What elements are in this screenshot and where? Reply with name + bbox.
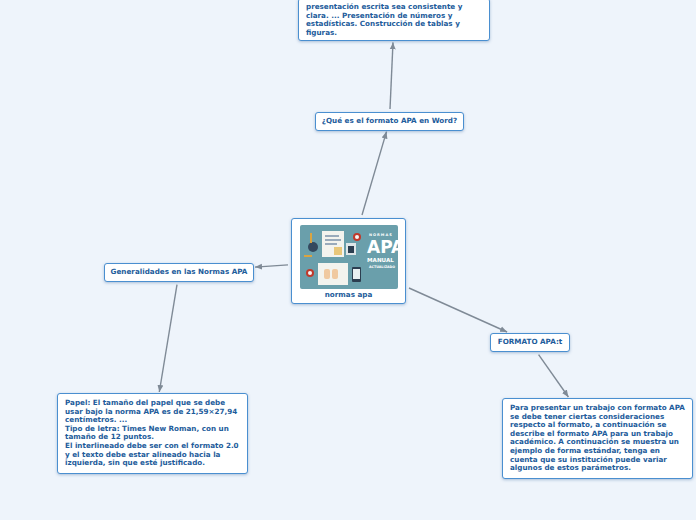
- topic-box: FORMATO APA:t: [490, 333, 570, 352]
- connector: [255, 265, 288, 267]
- central-topic: NORMASAPA MANUAL ACTUALIZADO normas apa: [291, 218, 406, 304]
- topic-box: Para presentar un trabajo con formato AP…: [502, 398, 693, 479]
- connector: [539, 355, 569, 397]
- topic-text: El interlineado debe ser con el formato …: [65, 442, 240, 468]
- topic-box: ¿Qué es el formato APA en Word?: [315, 112, 464, 131]
- topic-box: Generalidades en las Normas APA: [104, 263, 254, 282]
- topic-text: Papel: El tamaño del papel que se debe u…: [65, 399, 240, 425]
- topic-text: normas apa: [300, 291, 397, 300]
- connector: [362, 132, 387, 215]
- connector: [390, 42, 393, 109]
- cover-label: MANUAL: [367, 258, 394, 264]
- topic-box: Papel: El tamaño del papel que se debe u…: [57, 393, 248, 474]
- topic-text: Generalidades en las Normas APA: [110, 268, 248, 277]
- connector: [159, 285, 177, 392]
- topic-text: FORMATO APA:t: [496, 338, 564, 347]
- connector: [409, 288, 507, 332]
- illustration-frame: NORMASAPAMANUALACTUALIZADO: [300, 225, 398, 289]
- topic-text: ¿Qué es el formato APA en Word?: [321, 117, 458, 126]
- topic-text: presentación escrita sea consistente y c…: [306, 3, 483, 37]
- topic-box: presentación escrita sea consistente y c…: [298, 0, 490, 41]
- topic-text: Para presentar un trabajo con formato AP…: [510, 404, 685, 473]
- cover-label: APA: [367, 239, 404, 256]
- cover-label: NORMAS: [369, 234, 393, 238]
- cover-label: ACTUALIZADO: [369, 266, 395, 269]
- topic-text: Tipo de letra: Times New Roman, con un t…: [65, 425, 240, 442]
